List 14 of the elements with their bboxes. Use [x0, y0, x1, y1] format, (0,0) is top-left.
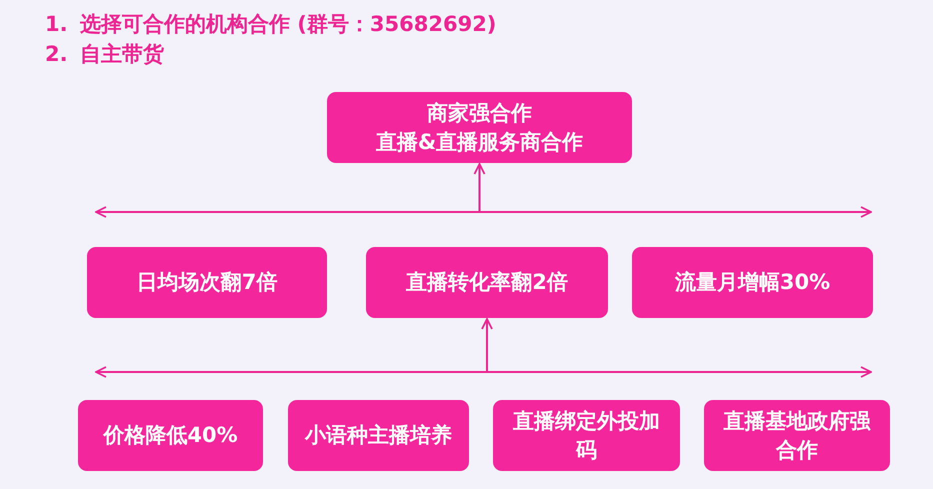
process-box: 直播转化率翻2倍	[366, 247, 608, 318]
list-item: 选择可合作的机构合作 (群号：35682692)	[80, 11, 496, 38]
process-box: 日均场次翻7倍	[87, 247, 327, 318]
process-box: 流量月增幅30%	[632, 247, 873, 318]
process-box: 直播绑定外投加码	[493, 400, 680, 471]
process-box: 直播基地政府强合作	[704, 400, 890, 471]
process-box: 小语种主播培养	[288, 400, 469, 471]
arrow	[474, 163, 486, 212]
process-box: 商家强合作 直播&直播服务商合作	[327, 92, 632, 163]
process-box: 价格降低40%	[78, 400, 263, 471]
arrow	[481, 318, 493, 372]
list-item: 自主带货	[80, 41, 164, 68]
list-number: 1.	[45, 11, 68, 38]
list-number: 2.	[45, 41, 68, 68]
